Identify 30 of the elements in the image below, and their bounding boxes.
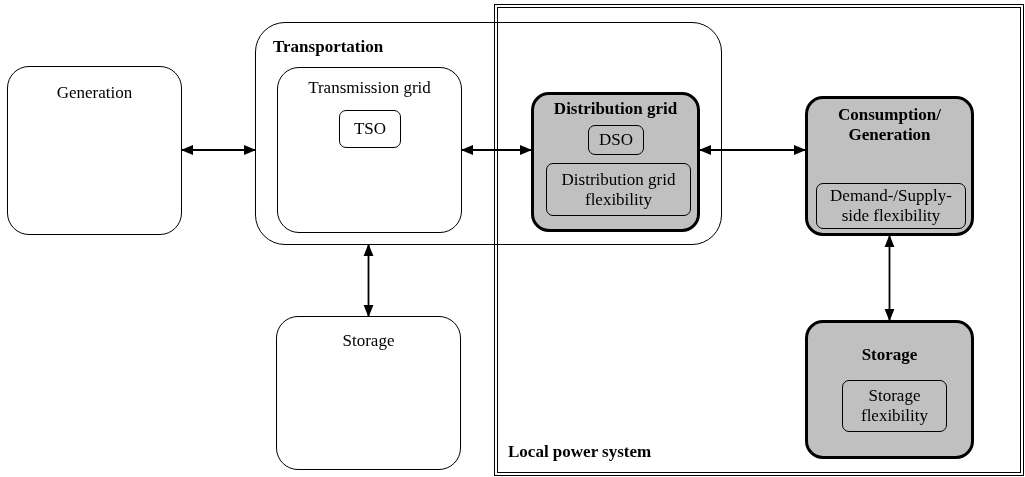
group-title: Consumption/ Generation [837,105,942,145]
box-label: Storage flexibility [859,386,929,426]
box-label: Transmission grid [307,78,432,98]
inner-box [816,183,966,229]
group-title: Storage [860,345,919,365]
box-label: Demand-/Supply-side flexibility [829,186,953,226]
box-label: Generation [55,83,134,103]
group-box [255,22,722,245]
inner-box [546,163,691,216]
arrow [884,234,895,322]
inner-box [588,125,644,155]
process-box [805,96,974,236]
process-box [531,92,700,232]
box-label: DSO [598,130,634,150]
arrow [698,144,807,156]
process-box [276,316,461,470]
arrow [363,243,374,318]
process-box [277,67,462,233]
box-label: TSO [352,119,388,139]
inner-box [842,380,947,432]
process-box [805,320,974,459]
box-label: Distribution grid flexibility [560,170,677,210]
group-title: Distribution grid [552,99,679,119]
inner-box [339,110,401,148]
box-label: Storage [341,331,396,351]
arrow [460,144,533,156]
group-title: Local power system [508,442,652,462]
arrow [180,144,257,156]
process-box [7,66,182,235]
group-title: Transportation [273,37,384,57]
